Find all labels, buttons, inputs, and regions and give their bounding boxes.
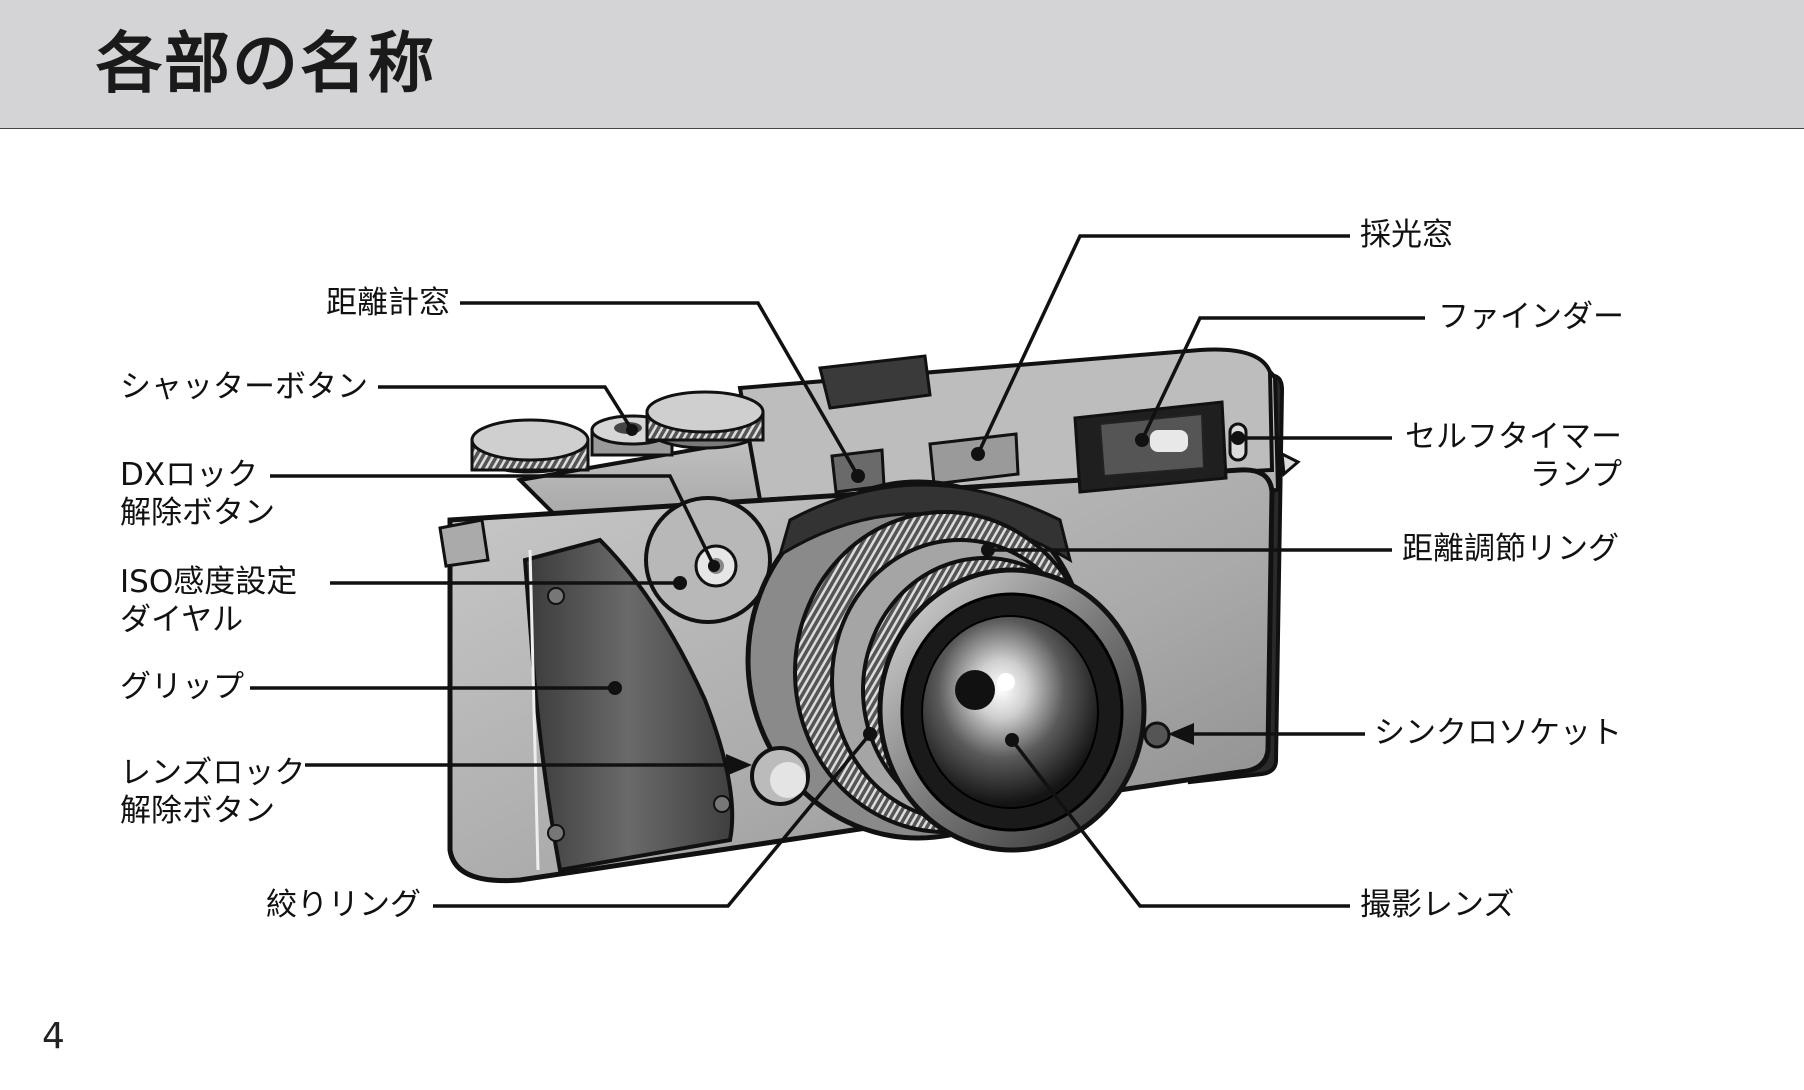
label-dx-lock-release: DXロック 解除ボタン bbox=[120, 457, 275, 531]
label-light-window: 採光窓 bbox=[1360, 217, 1453, 253]
leader-finder bbox=[1140, 316, 1425, 441]
page-number: 4 bbox=[42, 1016, 65, 1057]
leader-lens bbox=[1010, 738, 1350, 908]
leader-dx-lock bbox=[270, 474, 716, 567]
label-aperture-ring: 絞りリング bbox=[266, 887, 421, 923]
label-lens-lock-release: レンズロック 解除ボタン bbox=[120, 755, 306, 829]
leader-shutter-button bbox=[378, 385, 634, 431]
leader-aperture-ring bbox=[433, 732, 872, 908]
label-finder: ファインダー bbox=[1438, 299, 1624, 335]
leader-light-window bbox=[976, 234, 1350, 455]
label-lens: 撮影レンズ bbox=[1360, 887, 1515, 923]
label-iso-dial: ISO感度設定 ダイヤル bbox=[120, 564, 298, 638]
label-shutter-button: シャッターボタン bbox=[120, 369, 368, 405]
label-grip: グリップ bbox=[120, 669, 244, 705]
label-rangefinder-window: 距離計窓 bbox=[326, 285, 450, 321]
label-sync-socket: シンクロソケット bbox=[1374, 715, 1622, 751]
label-self-timer-lamp: セルフタイマー ランプ bbox=[1405, 419, 1622, 493]
page-header: 各部の名称 bbox=[0, 0, 1804, 129]
label-focus-ring: 距離調節リング bbox=[1402, 531, 1619, 567]
page-title: 各部の名称 bbox=[96, 25, 436, 102]
leader-rangefinder-window bbox=[460, 301, 860, 477]
